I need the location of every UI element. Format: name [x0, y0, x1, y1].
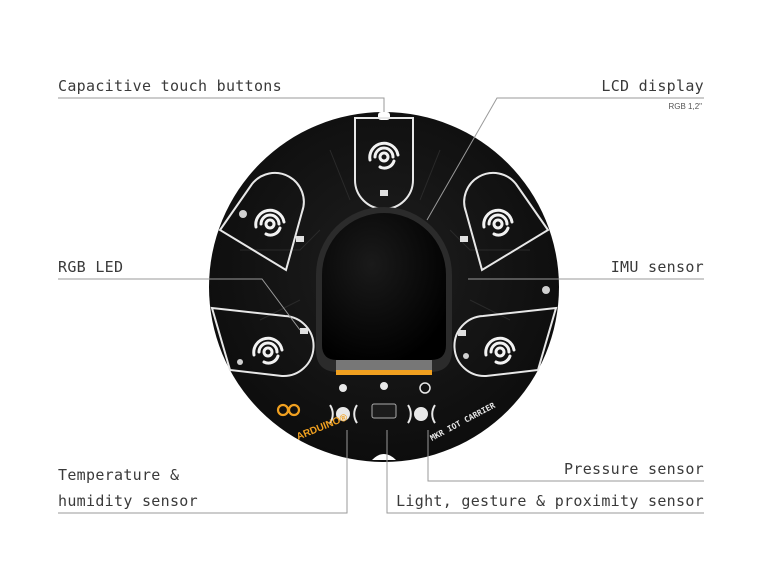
- leader-light: [386, 430, 704, 514]
- rgb-led-2: [296, 236, 304, 242]
- label-rgb-led: RGB LED: [58, 258, 124, 276]
- label-temp-line1: Temperature &: [58, 466, 180, 484]
- mount-hole: [237, 359, 243, 365]
- board-notch: [372, 454, 396, 460]
- leader-pressure: [427, 430, 704, 482]
- touch-pad-01[interactable]: [218, 171, 305, 272]
- label-touch-buttons: Capacitive touch buttons: [58, 77, 282, 95]
- mount-hole: [463, 353, 469, 359]
- lcd-flex-cable: [336, 370, 432, 375]
- leader-lcd: [426, 97, 704, 221]
- mount-hole: [239, 210, 247, 218]
- label-imu-sensor: IMU sensor: [610, 258, 704, 276]
- touch-pad-03[interactable]: [463, 171, 550, 272]
- label-temp-line2: humidity sensor: [58, 492, 198, 510]
- touch-pad-00[interactable]: [210, 306, 315, 378]
- leader-temp: [58, 430, 348, 514]
- touch-pad-04[interactable]: [453, 306, 558, 378]
- drop-icon: [339, 384, 347, 392]
- label-lcd-display: LCD display: [601, 77, 704, 95]
- label-pressure-sensor: Pressure sensor: [564, 460, 704, 478]
- fingerprint-icon: [252, 141, 516, 365]
- rgb-led-1: [380, 190, 388, 196]
- leader-rgb-led: [58, 278, 301, 331]
- rgb-led-3: [460, 236, 468, 242]
- sun-icon: [380, 382, 388, 390]
- rgb-led-4: [300, 328, 308, 334]
- sensor-cluster: [329, 404, 436, 424]
- rgb-led-5: [458, 330, 466, 336]
- gauge-icon: [419, 382, 431, 394]
- lcd-connector: [336, 360, 432, 372]
- leader-touch-buttons: [58, 97, 385, 112]
- light-gesture-sensor-chip: [371, 403, 397, 419]
- mount-hole: [542, 286, 550, 294]
- lcd-screen: [322, 213, 446, 360]
- arduino-logo-icon: [276, 403, 301, 417]
- label-light-gesture: Light, gesture & proximity sensor: [396, 492, 704, 510]
- label-lcd-sub: RGB 1,2": [668, 102, 702, 111]
